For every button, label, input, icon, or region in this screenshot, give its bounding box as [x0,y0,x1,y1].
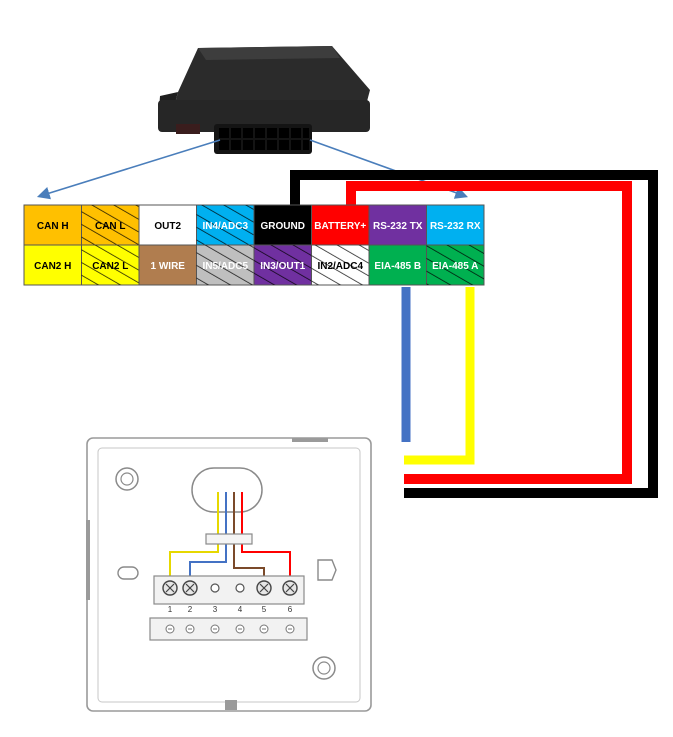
pin-cell: OUT2 [138,204,197,246]
wire-yellow [404,287,475,465]
pin-label: GROUND [261,221,305,232]
terminal: 3 [210,583,220,634]
terminal-number: 3 [213,605,218,614]
pin-cell: 1 WIRE [138,244,197,286]
pin-label: CAN H [37,221,69,232]
arrow-left [36,139,221,200]
pin-label: IN2/ADC4 [317,261,363,272]
wire-red [346,181,632,484]
pin-cell: IN3/OUT1 [253,244,312,286]
terminal: 4 [235,583,245,634]
terminal: 2 [182,580,198,634]
wire-black [290,170,658,498]
tracker-device [158,46,370,154]
pin-cell: CAN L [81,204,140,246]
pin-label: 1 WIRE [151,261,186,272]
pin-label: IN5/ADC5 [202,261,248,272]
pin-label: RS-232 TX [373,221,423,232]
pin-cell: BATTERY+ [311,204,370,246]
cable-clamp [205,533,253,545]
pin-cell: CAN2 L [81,244,140,286]
pin-label: OUT2 [154,221,181,232]
pin-label: EIA-485 B [374,261,421,272]
pin-label: IN3/OUT1 [260,261,305,272]
pin-label: BATTERY+ [314,221,366,232]
terminal-number: 1 [168,605,173,614]
pin-label: EIA-485 A [432,261,478,272]
pin-cell: EIA-485 B [368,244,427,286]
thermostat-backplate: 1 2 3 4 5 6 [86,437,372,712]
pin-label: CAN L [95,221,126,232]
pin-cell: RS-232 RX [426,204,485,246]
connector-pin-table: CAN H CAN L OUT2 IN4/ADC3 GROUND BATTERY+ RS-2… [23,204,485,286]
pin-cell: IN5/ADC5 [196,244,255,286]
pin-label: CAN2 L [92,261,128,272]
pin-cell: GROUND [253,204,312,246]
screw-hole-top-left [115,467,139,491]
pin-cell: RS-232 TX [368,204,427,246]
pin-label: RS-232 RX [430,221,481,232]
terminal-number: 4 [238,605,243,614]
pin-cell: IN4/ADC3 [196,204,255,246]
terminal: 6 [282,580,298,634]
pin-cell: IN2/ADC4 [311,244,370,286]
terminal-number: 2 [188,605,193,614]
pin-cell: CAN H [23,204,82,246]
terminal: 5 [256,580,272,634]
terminal-number: 6 [288,605,293,614]
pin-label: CAN2 H [34,261,71,272]
terminal: 1 [162,580,178,634]
terminal-number: 5 [262,605,267,614]
pin-label: IN4/ADC3 [202,221,248,232]
thermostat-wires [169,492,291,578]
terminal-block [149,575,308,641]
pin-cell: CAN2 H [23,244,82,286]
screw-hole-bottom-right [312,656,336,680]
pin-cell: EIA-485 A [426,244,485,286]
